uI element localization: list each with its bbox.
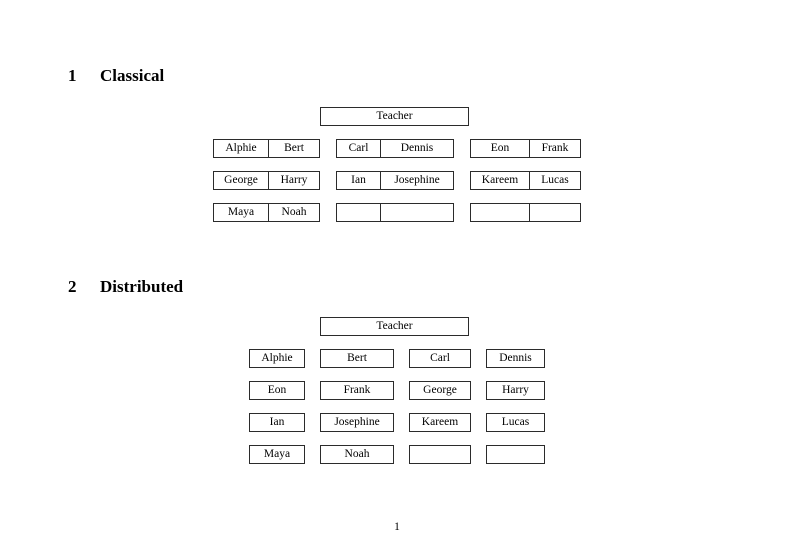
- name-box: Harry: [486, 381, 545, 400]
- page-number: 1: [394, 521, 400, 533]
- teacher-box-distributed: Teacher: [320, 317, 469, 336]
- name-box: Frank: [320, 381, 394, 400]
- table-row: Maya Noah: [213, 203, 320, 222]
- table-row-empty: [470, 203, 581, 222]
- table-row: George Harry: [213, 171, 320, 190]
- name-cell: Kareem: [481, 174, 519, 186]
- name-cell: Carl: [348, 142, 369, 154]
- name-box: Ian: [249, 413, 305, 432]
- name-box: Dennis: [486, 349, 545, 368]
- name-cell: Noah: [268, 204, 319, 221]
- table-row-empty: [336, 203, 454, 222]
- name-box: Bert: [320, 349, 394, 368]
- name-cell: Harry: [268, 172, 319, 189]
- table-row: Carl Dennis: [336, 139, 454, 158]
- section-heading-distributed: 2 Distributed: [68, 278, 183, 295]
- name-cell: Josephine: [380, 172, 453, 189]
- table-row: Ian Josephine: [336, 171, 454, 190]
- name-cell-empty: [471, 204, 529, 221]
- table-row: Eon Frank: [470, 139, 581, 158]
- name-cell: Alphie: [225, 142, 257, 154]
- table-row: Alphie Bert: [213, 139, 320, 158]
- name-box-empty: [409, 445, 471, 464]
- section-heading-classical: 1 Classical: [68, 67, 164, 84]
- name-cell: Eon: [490, 142, 510, 154]
- name-cell: George: [224, 174, 258, 186]
- teacher-box-classical: Teacher: [320, 107, 469, 126]
- name-cell: Dennis: [380, 140, 453, 157]
- name-box: Alphie: [249, 349, 305, 368]
- name-cell: Maya: [227, 206, 255, 218]
- name-cell: Lucas: [529, 172, 580, 189]
- name-cell-empty: [380, 204, 453, 221]
- name-box: Carl: [409, 349, 471, 368]
- table-row: Kareem Lucas: [470, 171, 581, 190]
- section-title: Distributed: [100, 277, 184, 296]
- name-box: Maya: [249, 445, 305, 464]
- name-box: Eon: [249, 381, 305, 400]
- name-box: Josephine: [320, 413, 394, 432]
- section-number: 1: [68, 66, 77, 85]
- section-title: Classical: [100, 66, 165, 85]
- name-cell-empty: [337, 204, 380, 221]
- section-number: 2: [68, 277, 77, 296]
- name-cell-empty: [529, 204, 580, 221]
- name-box: Lucas: [486, 413, 545, 432]
- name-box: Noah: [320, 445, 394, 464]
- name-cell: Bert: [268, 140, 319, 157]
- name-cell: Frank: [529, 140, 580, 157]
- name-box: George: [409, 381, 471, 400]
- name-box: Kareem: [409, 413, 471, 432]
- name-cell: Ian: [351, 174, 366, 186]
- name-box-empty: [486, 445, 545, 464]
